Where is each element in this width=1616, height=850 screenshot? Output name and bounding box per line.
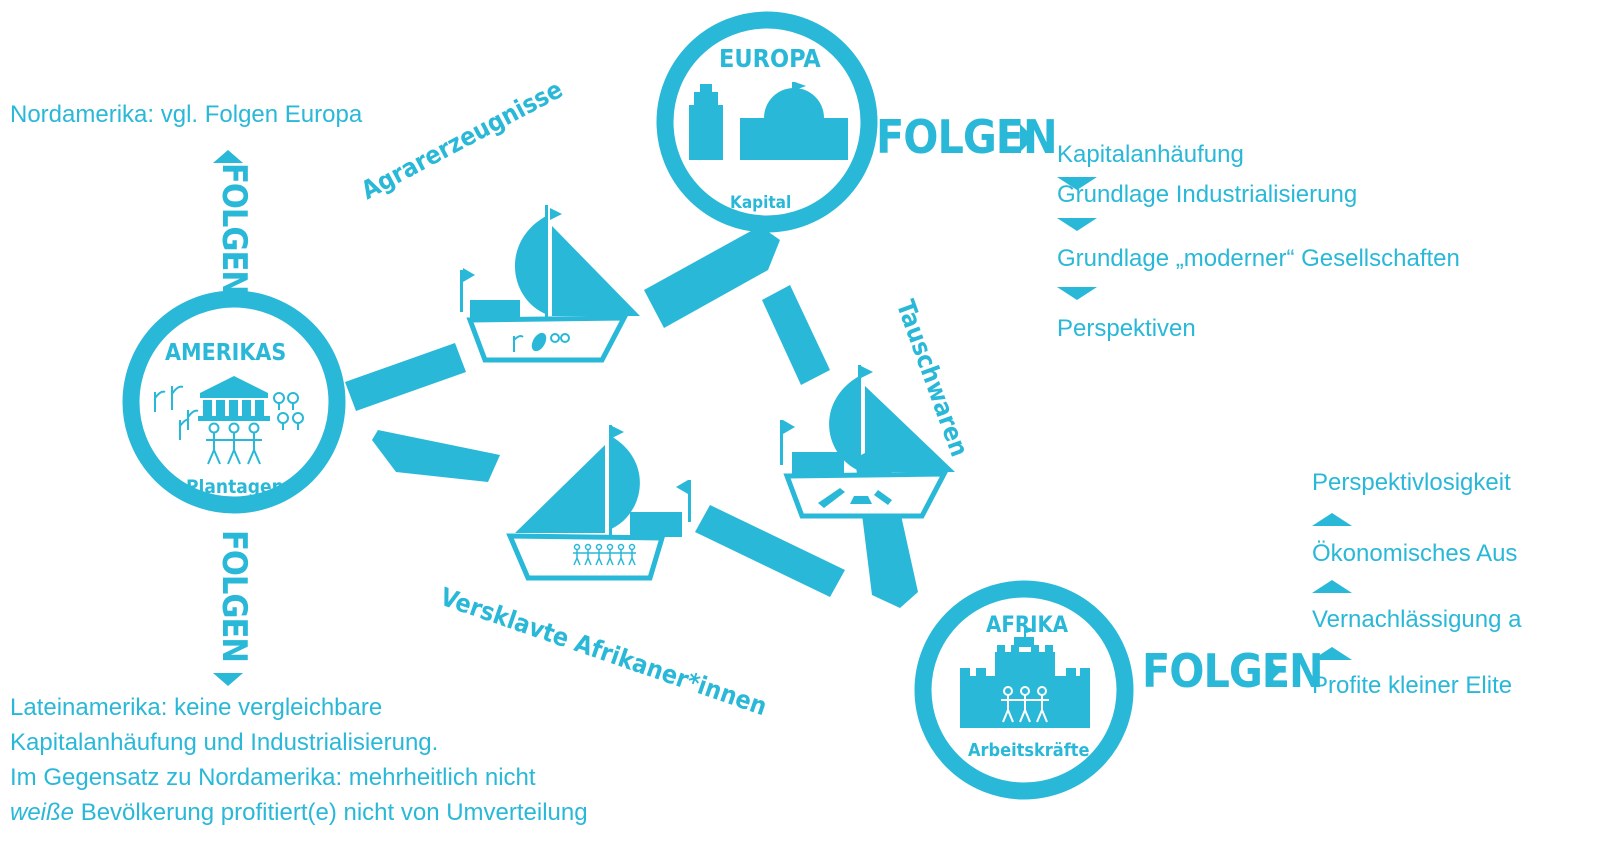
europe-label: Kapital (730, 193, 792, 213)
enslaved-people-icon (573, 543, 636, 566)
down-arrow-icon (1057, 177, 1097, 190)
sugarcane-icon (154, 385, 199, 440)
africa-folgen-arrowhead (1267, 657, 1281, 685)
enslaved-people-icon (1001, 686, 1049, 723)
bar-icon (850, 496, 872, 504)
africa-consequence-4: Profite kleiner Elite (1312, 672, 1513, 699)
gun-icon (818, 488, 845, 508)
cotton-icon (273, 392, 304, 430)
europe-consequence-2: Grundlage Industrialisierung (1057, 181, 1358, 208)
route-africa-to-americas (372, 430, 845, 597)
ship-icon (780, 365, 955, 519)
europe-folgen-label: FOLGEN (876, 110, 1058, 164)
line-4-rest: Bevölkerung profitiert(e) nicht von Umve… (74, 799, 588, 826)
africa-circle (914, 580, 1134, 800)
latin-america-line-4: weiße Bevölkerung profitiert(e) nicht vo… (10, 798, 588, 827)
ship-icon (506, 425, 691, 581)
north-arrowhead (213, 150, 243, 163)
plantation-house-icon (198, 376, 270, 421)
europe-title: EUROPA (719, 44, 821, 73)
north-america-note: Nordamerika: vgl. Folgen Europa (10, 101, 363, 128)
north-folgen-label: FOLGEN (214, 163, 254, 295)
italic-word: weiße (10, 799, 75, 826)
route-americas-to-europe (345, 226, 780, 411)
south-arrowhead (213, 673, 243, 686)
south-folgen-label: FOLGEN (214, 530, 254, 662)
americas-label: Plantagen (186, 476, 284, 498)
down-arrow-icon (1057, 218, 1097, 231)
latin-america-line-1: Lateinamerika: keine vergleichbare (10, 694, 383, 721)
europe-consequence-1: Kapitalanhäufung (1057, 141, 1244, 168)
down-arrow-icon (1057, 287, 1097, 300)
latin-america-line-3: Im Gegensatz zu Nordamerika: mehrheitlic… (10, 764, 536, 791)
leaf-icon (531, 332, 547, 352)
africa-consequence-3: Vernachlässigung a (1312, 606, 1522, 633)
africa-title: AFRIKA (986, 613, 1069, 638)
enslaved-people-icon (206, 422, 262, 465)
ship-icon (460, 205, 640, 363)
europe-consequence-4: Perspektiven (1057, 315, 1196, 342)
factory-icon (689, 84, 723, 160)
americas-circle (122, 290, 346, 514)
africa-consequence-2: Ökonomisches Aus (1312, 540, 1518, 567)
africa-label: Arbeitskräfte (968, 740, 1090, 761)
latin-america-line-2: Kapitalanhäufung und Industrialisierung. (10, 729, 439, 756)
up-arrow-icon (1312, 647, 1352, 660)
bottle-icon (874, 490, 892, 505)
europe-folgen-arrowhead (1020, 124, 1034, 152)
domed-building-icon (740, 82, 848, 160)
africa-consequence-1: Perspektivlosigkeit (1312, 469, 1511, 496)
africa-folgen-label: FOLGEN (1142, 644, 1324, 698)
europe-consequence-3: Grundlage „moderner“ Gesellschaften (1057, 245, 1460, 272)
up-arrow-icon (1312, 580, 1352, 593)
americas-title: AMERIKAS (165, 340, 287, 366)
europe-circle (656, 11, 878, 233)
up-arrow-icon (1312, 513, 1352, 526)
